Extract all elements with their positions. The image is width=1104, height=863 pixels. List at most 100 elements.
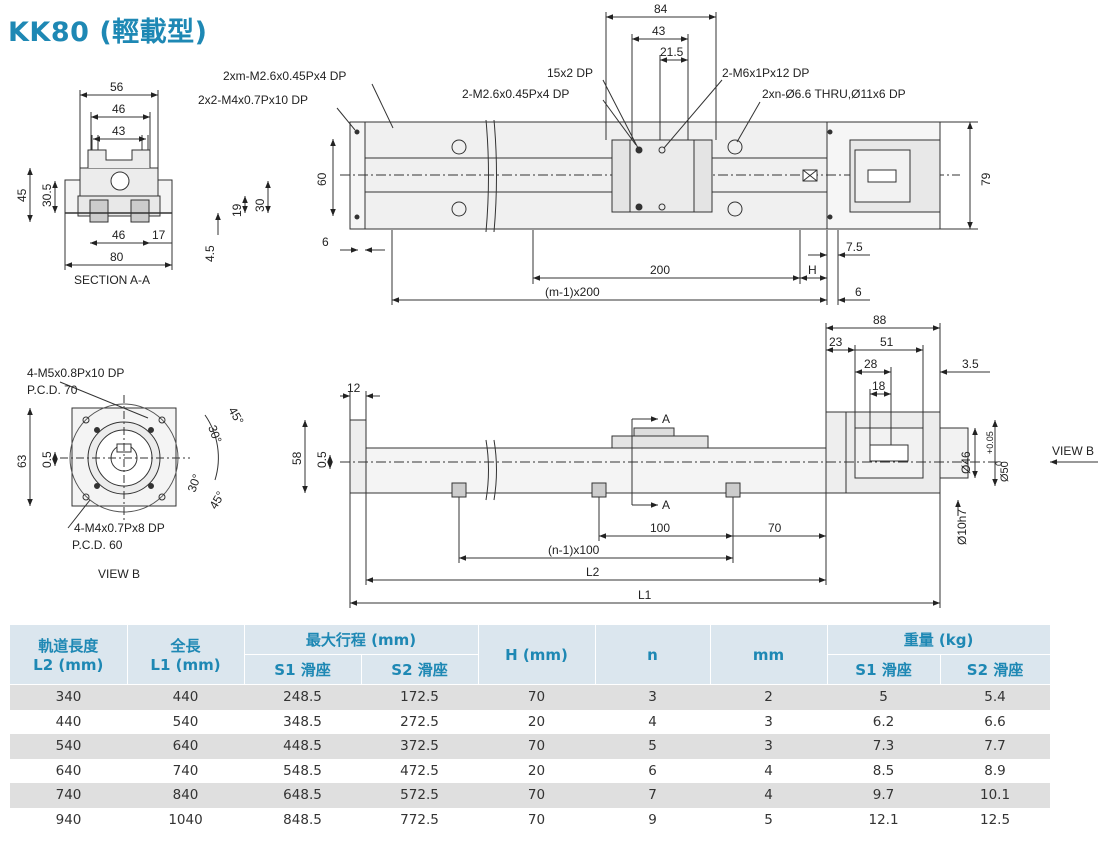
table-cell: 640 xyxy=(10,758,127,783)
dim-label: 84 xyxy=(654,2,668,16)
callout-text: 2-M6x1Px12 DP xyxy=(722,66,809,80)
section-marker: A xyxy=(662,498,670,512)
table-cell: 70 xyxy=(478,684,596,710)
table-cell: 848.5 xyxy=(244,807,361,832)
table-cell: 540 xyxy=(127,709,244,734)
dim-label: 0.5 xyxy=(315,451,329,468)
table-cell: 740 xyxy=(127,758,244,783)
table-cell: 6.2 xyxy=(827,709,941,734)
header-line: L2 (mm) xyxy=(33,656,104,674)
table-cell: 472.5 xyxy=(361,758,479,783)
dim-label: 45° xyxy=(206,489,227,512)
table-cell: 8.5 xyxy=(827,758,941,783)
table-cell: 3 xyxy=(710,734,828,759)
dim-label: 60 xyxy=(315,172,329,186)
view-b-labels: 4-M5x0.8Px10 DP P.C.D. 70 4-M4x0.7Px8 DP… xyxy=(15,366,247,581)
dim-label: 30 xyxy=(253,198,267,212)
dim-label: 7.5 xyxy=(846,240,863,254)
dim-label: 46 xyxy=(112,102,126,116)
table-cell: 372.5 xyxy=(361,734,479,759)
table-cell: 12.5 xyxy=(940,807,1051,832)
table-cell: 2 xyxy=(710,684,828,710)
dim-label: 43 xyxy=(112,124,126,138)
callout-text: 15x2 DP xyxy=(547,66,593,80)
dim-label: 51 xyxy=(880,335,894,349)
table-cell: 7.3 xyxy=(827,734,941,759)
section-a-a-view xyxy=(27,90,271,270)
col-header-n: n xyxy=(595,625,711,685)
dim-label: 17 xyxy=(152,228,166,242)
header-line: 全長 xyxy=(170,637,201,655)
side-view xyxy=(302,323,1098,608)
table-cell: 5 xyxy=(710,807,828,832)
table-cell: 10.1 xyxy=(940,783,1051,808)
dim-label: 30° xyxy=(185,472,204,494)
dim-label: 63 xyxy=(15,454,29,468)
col-header-weight: 重量 (kg) xyxy=(827,625,1051,655)
technical-drawing: 56 46 43 45 30.5 19 30 46 17 80 4.5 SECT… xyxy=(15,2,1098,608)
dim-label: H xyxy=(808,263,817,277)
table-cell: 70 xyxy=(478,734,596,759)
col-header-stroke: 最大行程 (mm) xyxy=(244,625,479,655)
table-cell: 640 xyxy=(127,734,244,759)
callout-text: 2x2-M4x0.7Px10 DP xyxy=(198,93,308,107)
table-cell: 5 xyxy=(595,734,711,759)
table-cell: 7 xyxy=(595,783,711,808)
dim-label: 6 xyxy=(322,235,329,249)
dim-label: +0.05 xyxy=(985,431,995,454)
dim-label: 6 xyxy=(855,285,862,299)
dim-label: 19 xyxy=(230,203,244,217)
dim-label: 45° xyxy=(225,405,246,428)
col-header-h: H (mm) xyxy=(478,625,596,685)
table-cell: 9 xyxy=(595,807,711,832)
top-view xyxy=(330,12,978,305)
table-cell: 6 xyxy=(595,758,711,783)
table-cell: 3 xyxy=(595,684,711,710)
table-cell: 840 xyxy=(127,783,244,808)
callout-text: 4-M5x0.8Px10 DP xyxy=(27,366,124,380)
col-header-stroke-s2: S2 滑座 xyxy=(361,654,479,685)
table-cell: 70 xyxy=(478,807,596,832)
table-header-row: 軌道長度 L2 (mm) 全長 L1 (mm) 最大行程 (mm) H (mm)… xyxy=(10,625,1051,685)
header-line: L1 (mm) xyxy=(150,656,221,674)
table-cell: 348.5 xyxy=(244,709,361,734)
table-cell: 4 xyxy=(710,783,828,808)
section-marker: A xyxy=(662,412,670,426)
table-cell: 7.7 xyxy=(940,734,1051,759)
dim-label: 70 xyxy=(768,521,782,535)
dim-label: 21.5 xyxy=(660,45,684,59)
table-cell: 4 xyxy=(595,709,711,734)
dim-label: 100 xyxy=(650,521,670,535)
dim-label: 4.5 xyxy=(203,245,217,262)
table-cell: 8.9 xyxy=(940,758,1051,783)
dim-label: 46 xyxy=(112,228,126,242)
table-cell: 6.6 xyxy=(940,709,1051,734)
col-header-stroke-s1: S1 滑座 xyxy=(244,654,362,685)
view-caption: VIEW B xyxy=(98,567,140,581)
table-cell: 172.5 xyxy=(361,684,479,710)
callout-text: 4-M4x0.7Px8 DP xyxy=(74,521,165,535)
dim-label: 56 xyxy=(110,80,124,94)
table-cell: 740 xyxy=(10,783,127,808)
dim-label: Ø50 xyxy=(999,461,1011,482)
dim-label: 45 xyxy=(15,188,29,202)
table-cell: 1040 xyxy=(127,807,244,832)
callout-text: P.C.D. 60 xyxy=(72,538,123,552)
dim-label: Ø10h7 xyxy=(955,509,969,545)
dim-label: 80 xyxy=(110,250,124,264)
dim-label: (n-1)x100 xyxy=(548,543,600,557)
dim-label: 79 xyxy=(979,172,993,186)
view-label: VIEW B xyxy=(1052,444,1094,458)
table-subheader-row: S1 滑座 S2 滑座 S1 滑座 S2 滑座 xyxy=(10,654,1051,685)
table-cell: 12.1 xyxy=(827,807,941,832)
dim-label: 58 xyxy=(290,451,304,465)
dim-label: 0 xyxy=(994,461,1004,466)
header-line: 軌道長度 xyxy=(38,637,99,655)
dim-label: 12 xyxy=(347,381,361,395)
